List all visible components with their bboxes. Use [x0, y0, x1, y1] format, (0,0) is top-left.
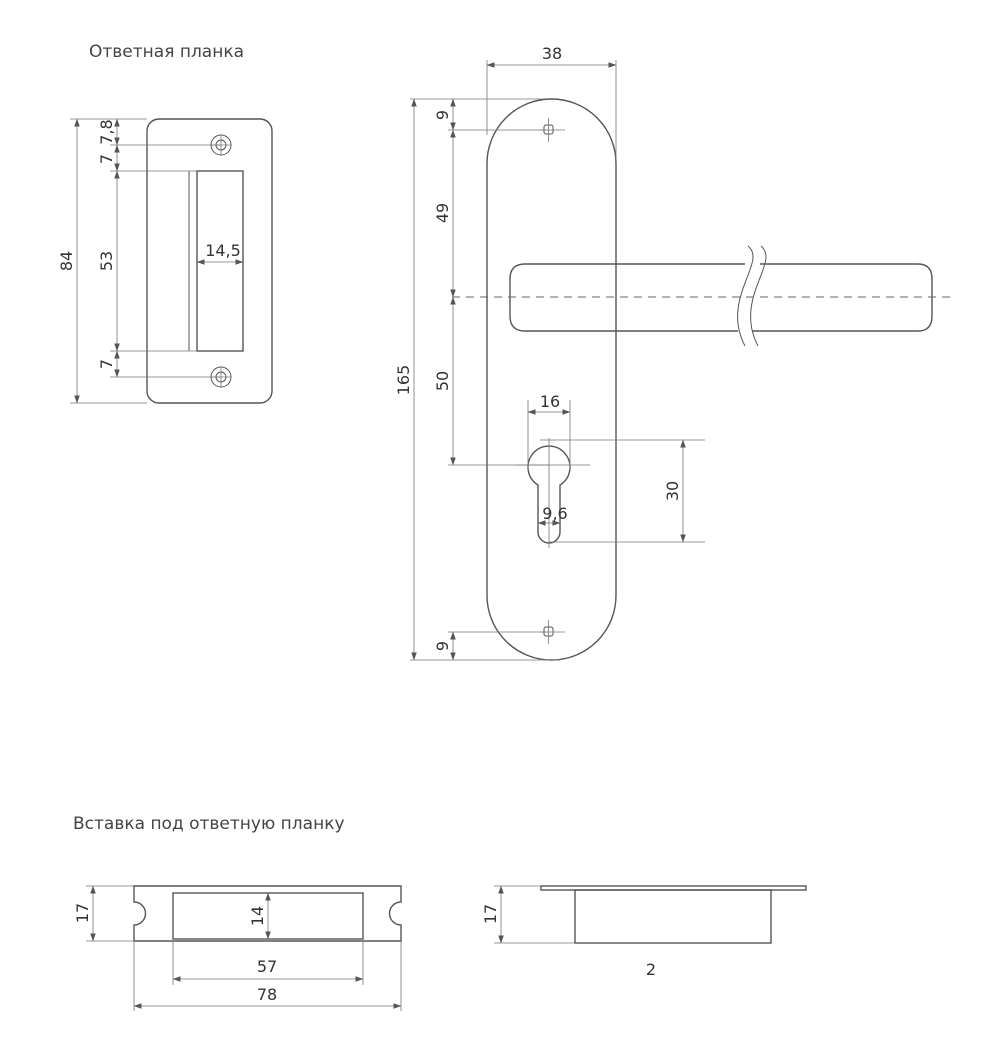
dim-axis-to-cylinder: 50 — [433, 371, 452, 391]
handle-lever — [509, 245, 933, 347]
strike-insert-side-view: 17 2 — [481, 885, 807, 979]
dim-insert-height: 17 — [73, 903, 92, 923]
strike-insert-front-view: 17 14 57 78 — [73, 885, 402, 1011]
strike-plate-title: Ответная планка — [89, 42, 245, 62]
handle-plate-drawing: 38 165 9 49 50 9 16 30 9,6 — [394, 44, 950, 661]
dim-cylinder-width: 16 — [540, 392, 560, 411]
strike-insert-outline — [133, 885, 402, 942]
dim-handle-bottom-hole: 9 — [433, 641, 452, 651]
dim-handle-width: 38 — [542, 44, 562, 63]
dim-insert-flange-thickness: 2 — [646, 960, 656, 979]
dim-strike-slot-height: 53 — [97, 251, 116, 271]
strike-plate-slot — [196, 170, 244, 352]
dim-insert-pocket-height: 14 — [248, 906, 267, 926]
dim-strike-top-offset: 7,8 — [97, 119, 116, 144]
dim-strike-slot-width: 14,5 — [205, 241, 241, 260]
dim-insert-total-length: 78 — [257, 985, 277, 1004]
dim-hole-to-axis: 49 — [433, 203, 452, 223]
strike-plate-drawing: 84 7,8 7 53 7 14,5 — [57, 118, 273, 404]
dim-handle-height: 165 — [394, 365, 413, 396]
strike-plate-outline — [146, 118, 273, 404]
dim-cylinder-narrow: 9,6 — [542, 504, 567, 523]
dim-handle-top-hole: 9 — [433, 110, 452, 120]
strike-insert-title: Вставка под ответную планку — [73, 814, 345, 834]
dim-insert-side-height: 17 — [481, 904, 500, 924]
dim-strike-lower-gap: 7 — [97, 359, 116, 369]
dim-cylinder-height: 30 — [663, 481, 682, 501]
dim-strike-upper-gap: 7 — [97, 154, 116, 164]
strike-insert-body — [574, 889, 772, 944]
dim-strike-height: 84 — [57, 251, 76, 271]
handle-plate-outline — [486, 98, 617, 661]
dim-insert-pocket-length: 57 — [257, 957, 277, 976]
